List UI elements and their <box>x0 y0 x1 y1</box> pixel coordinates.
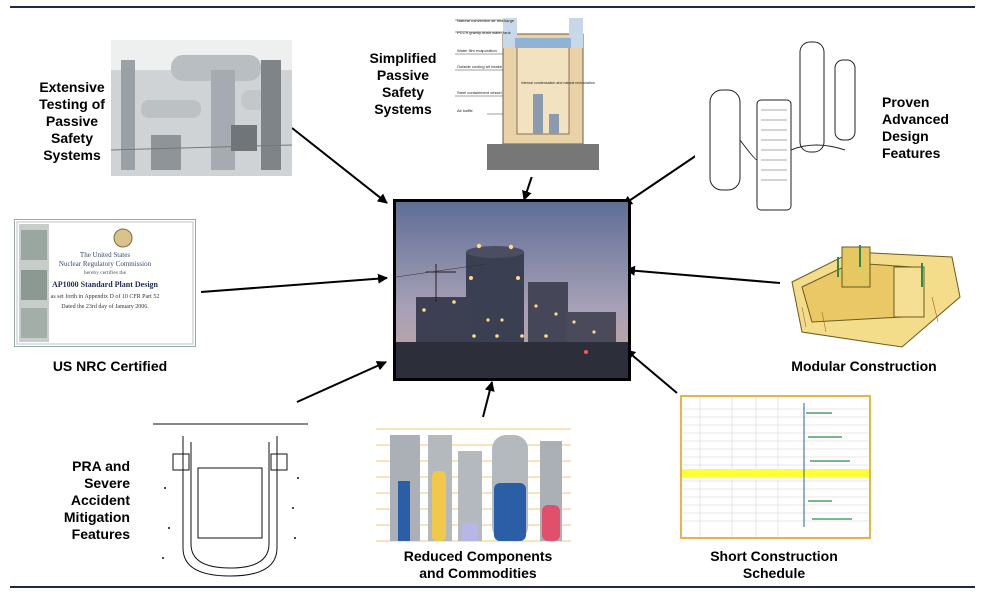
certificate-line-4: AP1000 Standard Plant Design <box>51 280 158 289</box>
certificate-line-2: Nuclear Regulatory Commission <box>58 260 152 268</box>
label-testing-5: Systems <box>43 147 101 163</box>
containment-section-drawing <box>153 418 308 583</box>
label-simplified-3: Safety <box>381 84 425 100</box>
label-reduced: Reduced Components and Commodities <box>383 548 573 582</box>
label-testing-1: Extensive <box>39 79 105 95</box>
arrow-reduced <box>482 381 495 418</box>
arrow-certified <box>200 273 388 293</box>
label-proven: Proven Advanced Design Features <box>882 94 977 162</box>
modular-construction-drawing <box>782 227 966 352</box>
label-simplified-4: Systems <box>374 101 432 117</box>
label-simplified: Simplified Passive Safety Systems <box>358 50 448 118</box>
label-certified: US NRC Certified <box>52 358 168 374</box>
callout-5: Steel containment vessel <box>457 90 502 95</box>
top-rule <box>10 6 975 8</box>
passive-safety-diagram: Natural convection air discharge PCCS gr… <box>447 14 631 177</box>
label-schedule-2: Schedule <box>742 565 806 581</box>
arrow-schedule <box>625 349 678 394</box>
certificate-line-1: The United States <box>79 251 131 259</box>
label-proven-2: Advanced <box>882 111 949 127</box>
label-modular: Modular Construction <box>791 358 937 374</box>
label-testing: Extensive Testing of Passive Safety Syst… <box>22 79 122 164</box>
label-pra-4: Mitigation <box>63 509 130 525</box>
label-testing-3: Passive <box>45 113 99 129</box>
certificate-line-3: hereby certifies the <box>83 270 127 276</box>
label-schedule-1: Short Construction <box>710 548 838 564</box>
label-schedule: Short Construction Schedule <box>694 548 854 582</box>
label-pra-5: Features <box>71 526 130 542</box>
construction-schedule-chart <box>680 395 871 539</box>
label-testing-2: Testing of <box>39 96 105 112</box>
nrc-certificate: The United States Nuclear Regulatory Com… <box>14 219 196 347</box>
callout-1: Natural convection air discharge <box>457 18 515 23</box>
callout-2: PCCS gravity drain water tank <box>457 30 511 35</box>
callout-4: Outside cooling air intake <box>457 64 503 69</box>
label-pra-1: PRA and <box>72 458 130 474</box>
arrow-proven <box>622 154 698 206</box>
reduced-components-chart <box>376 421 571 543</box>
label-proven-1: Proven <box>882 94 930 110</box>
reactor-components-drawing <box>695 30 880 220</box>
certificate-line-5: as set forth in Appendix D of 10 CFR Par… <box>50 294 160 300</box>
plant-photo <box>393 199 631 381</box>
arrow-testing <box>291 127 388 204</box>
callout-3: Water film evaporation <box>457 48 497 53</box>
label-testing-4: Safety <box>50 130 94 146</box>
bottom-rule <box>10 586 975 588</box>
label-pra: PRA and Severe Accident Mitigation Featu… <box>40 458 130 543</box>
label-pra-2: Severe <box>84 475 130 491</box>
arrow-modular <box>625 265 781 284</box>
label-simplified-1: Simplified <box>369 50 437 66</box>
testing-facility-photo <box>111 40 292 176</box>
callout-6: Internal condensation and natural recirc… <box>521 81 595 85</box>
label-reduced-2: and Commodities <box>419 565 537 581</box>
arrow-pra <box>296 361 387 403</box>
label-pra-3: Accident <box>70 492 130 508</box>
certificate-line-6: Dated the 23rd day of January 2006. <box>61 304 149 310</box>
label-reduced-1: Reduced Components <box>403 548 553 564</box>
arrow-simplified <box>522 172 534 201</box>
callout-7: Air baffle <box>457 108 473 113</box>
label-proven-3: Design <box>882 128 929 144</box>
label-proven-4: Features <box>882 145 941 161</box>
label-simplified-2: Passive <box>376 67 430 83</box>
